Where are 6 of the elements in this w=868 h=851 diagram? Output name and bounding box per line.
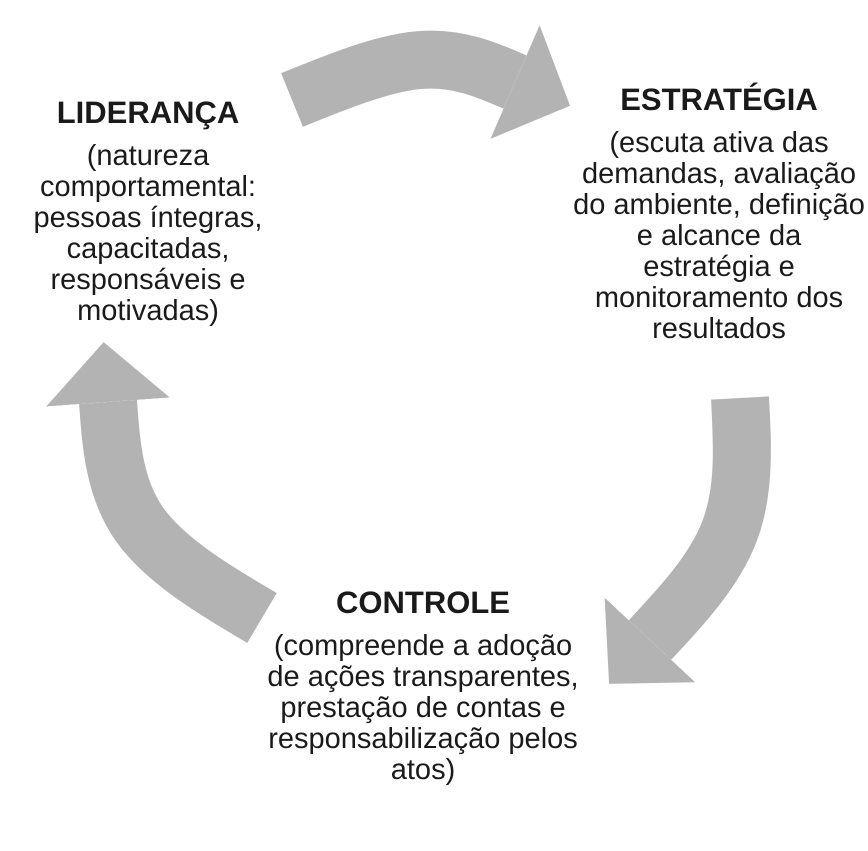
description: (escuta ativa das demandas, avaliação do ambiente, definição e alcance da estratégia e monitoramento dos resultados [572, 128, 866, 345]
description: (natureza comportamental: pessoas íntegras, capacitadas, responsáveis e motivadas) [32, 141, 264, 327]
heading: CONTROLE [335, 585, 511, 621]
description: (compreende a adoção de ações transparentes, prestação de contas e responsabilização pelos atos) [266, 631, 580, 786]
heading: ESTRATÉGIA [619, 82, 819, 118]
heading: LIDERANÇA [56, 95, 240, 131]
